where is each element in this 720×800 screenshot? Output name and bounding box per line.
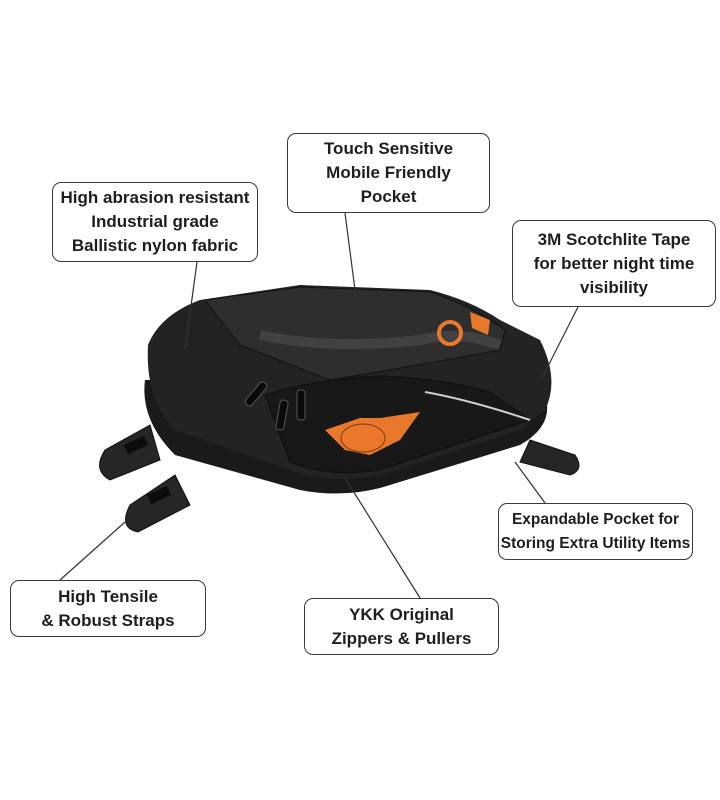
callout-line: Storing Extra Utility Items <box>500 534 691 552</box>
callout-line: & Robust Straps <box>41 610 175 630</box>
callout-line: Mobile Friendly <box>326 163 451 182</box>
brand-logo <box>325 412 420 455</box>
buckle-icon <box>146 485 172 505</box>
callout-fabric: High abrasion resistant Industrial grade… <box>52 182 258 262</box>
mobile-pocket <box>204 286 506 381</box>
callout-line: for better night time <box>533 253 695 273</box>
callout-line: visibility <box>579 277 649 297</box>
callout-mobile-pocket: Touch Sensitive Mobile Friendly Pocket <box>287 133 490 213</box>
callout-line: YKK Original <box>349 604 454 624</box>
strap-left-lower <box>125 474 191 533</box>
zipper-puller-icon <box>244 381 268 407</box>
callout-line: Pocket <box>360 187 417 206</box>
buckle-icon <box>123 435 149 455</box>
callout-expandable: Expandable Pocket for Storing Extra Util… <box>498 503 693 560</box>
zipper-puller-icon <box>296 389 306 421</box>
callout-line: High abrasion resistant <box>60 188 250 207</box>
callout-line: Zippers & Pullers <box>331 628 472 648</box>
callout-zippers: YKK Original Zippers & Pullers <box>304 598 499 655</box>
callout-straps: High Tensile & Robust Straps <box>10 580 206 637</box>
callout-line: High Tensile <box>58 586 158 606</box>
callout-line: 3M Scotchlite Tape <box>537 229 691 249</box>
callout-line: Industrial grade <box>91 212 219 231</box>
reflective-tape <box>424 391 531 421</box>
callout-line: Touch Sensitive <box>323 139 454 158</box>
callout-line: Expandable Pocket for <box>511 510 680 528</box>
callout-scotchlite: 3M Scotchlite Tape for better night time… <box>512 220 716 307</box>
callout-line: Ballistic nylon fabric <box>71 236 239 255</box>
leader-lines <box>59 212 579 599</box>
strap-right <box>519 439 580 476</box>
zipper-puller-icon <box>275 399 289 431</box>
ring-icon <box>437 320 463 346</box>
